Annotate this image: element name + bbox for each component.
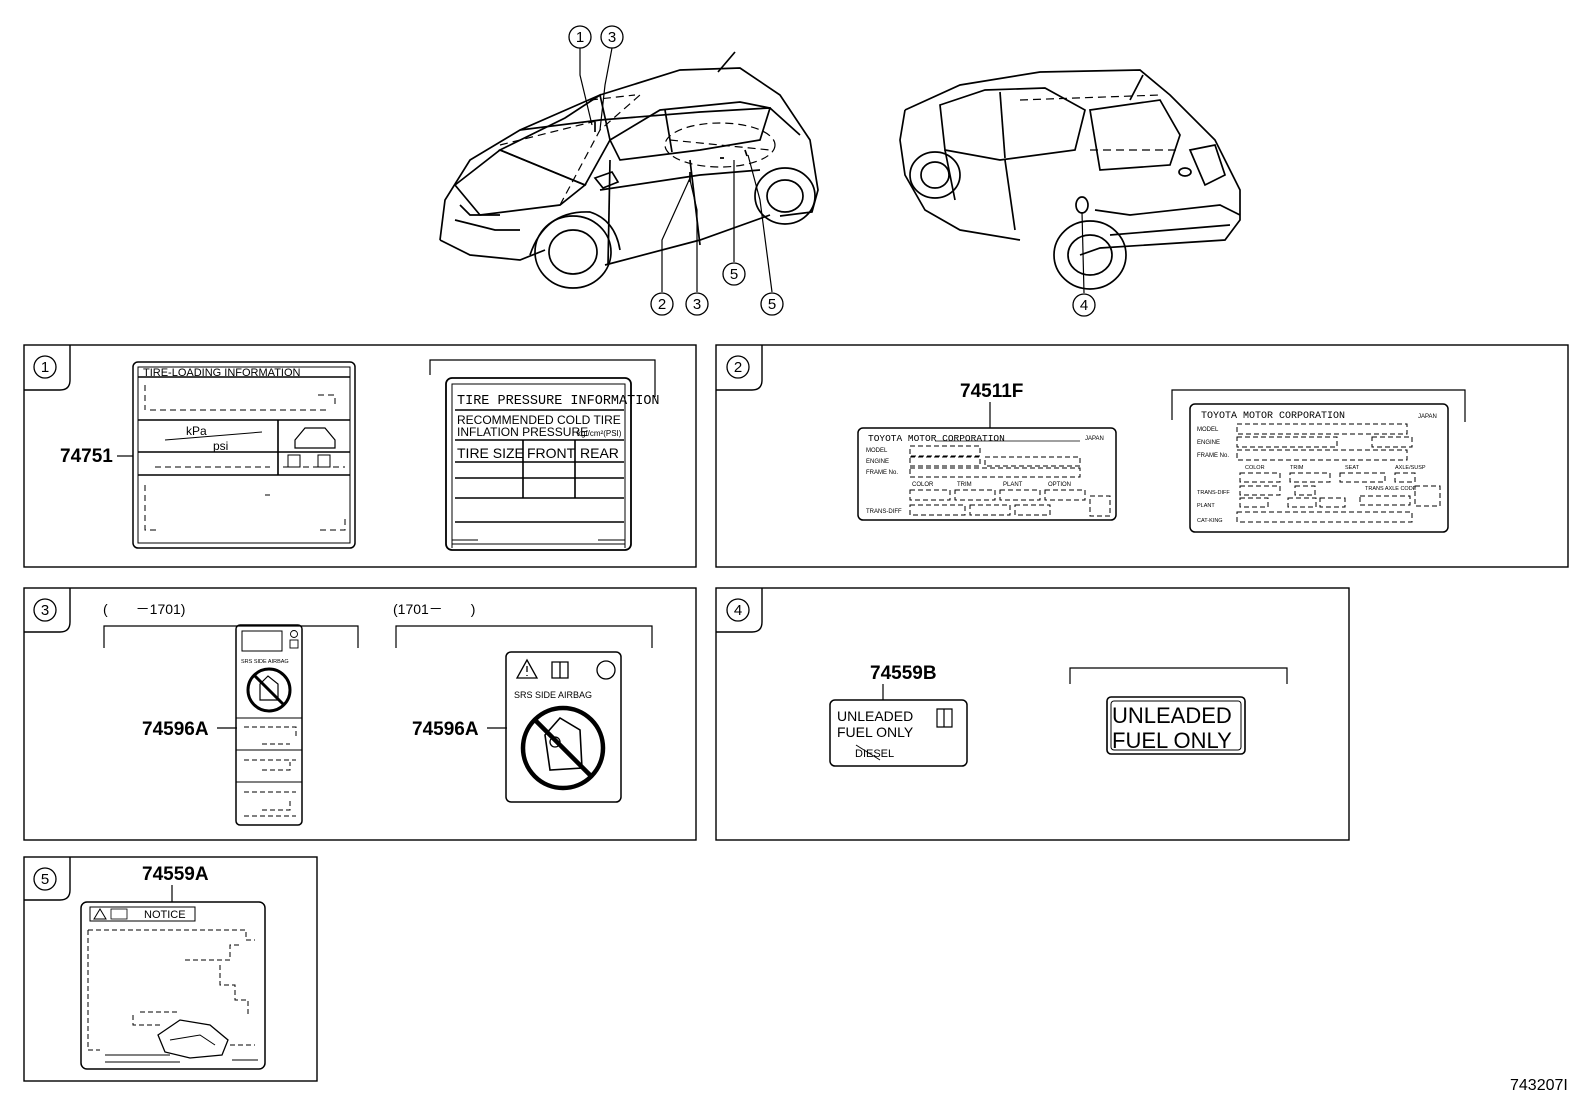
- srs-side-airbag-large: SRS SIDE AIRBAG: [514, 690, 592, 700]
- panel-2-callout: 2: [734, 359, 742, 376]
- col-tire-size: TIRE SIZE: [457, 445, 524, 461]
- car-rear-view: [899, 69, 1241, 290]
- large-plate-trim: TRIM: [1290, 465, 1304, 471]
- large-plate-maker: TOYOTA MOTOR CORPORATION: [1201, 411, 1345, 422]
- panel-1: 1 74751 TIRE-LOADING INFORMATION kPa psi: [23, 344, 697, 568]
- callout-3-top: 3: [608, 29, 616, 46]
- inflation-pressure: INFLATION PRESSURE: [457, 425, 588, 439]
- panel-3-callout: 3: [41, 602, 49, 619]
- large-plate-plant: PLANT: [1197, 503, 1215, 509]
- vin-plate-small: TOYOTA MOTOR CORPORATION JAPAN MODEL ENG…: [857, 427, 1117, 521]
- panel-1-callout: 1: [41, 359, 49, 376]
- top-callouts: [568, 25, 1096, 317]
- panel-5-callout: 5: [41, 871, 49, 888]
- callout-4-rear: 4: [1080, 297, 1088, 314]
- figure-code: 743207I: [1510, 1077, 1568, 1094]
- airbag-label-old: SRS SIDE AIRBAG: [235, 624, 303, 826]
- kpa-label: kPa: [186, 424, 207, 438]
- callout-3-bottom: 3: [693, 296, 701, 313]
- small-plate-plant: PLANT: [1003, 482, 1023, 488]
- srs-side-airbag-small: SRS SIDE AIRBAG: [241, 659, 289, 665]
- range-after-1701: (1701－ ): [393, 601, 475, 617]
- fuel-small-line3: DIESEL: [855, 748, 894, 760]
- small-plate-frame: FRAME No.: [866, 470, 898, 476]
- small-plate-engine: ENGINE: [866, 459, 889, 465]
- callout-2-bottom: 2: [658, 296, 666, 313]
- fuel-label-large: UNLEADED FUEL ONLY: [1106, 696, 1246, 755]
- fuel-label-small: UNLEADED FUEL ONLY DIESEL: [829, 699, 968, 767]
- part-number-74511F: 74511F: [960, 381, 1023, 402]
- large-plate-seat: SEAT: [1345, 465, 1360, 471]
- large-plate-engine: ENGINE: [1197, 440, 1220, 446]
- large-plate-trans-code: TRANS AXLE CODE: [1365, 486, 1417, 492]
- fuel-large-line1: UNLEADED: [1112, 703, 1232, 728]
- col-rear: REAR: [580, 445, 619, 461]
- fuel-small-line2: FUEL ONLY: [837, 724, 914, 740]
- car-front-view: [439, 51, 819, 289]
- small-plate-origin: JAPAN: [1085, 436, 1104, 442]
- tire-pressure-title: TIRE PRESSURE INFORMATION: [457, 394, 660, 409]
- part-number-74559A: 74559A: [142, 864, 209, 885]
- recommended-cold-tire: RECOMMENDED COLD TIRE: [457, 413, 621, 427]
- large-plate-color: COLOR: [1245, 465, 1265, 471]
- tire-loading-label: TIRE-LOADING INFORMATION kPa psi: [132, 361, 356, 549]
- panel-2: 2 74511F TOYOTA MOTOR CORPORATION JAPAN …: [715, 344, 1569, 568]
- part-number-74559B: 74559B: [870, 663, 937, 684]
- large-plate-cat: CAT-KING: [1197, 518, 1223, 524]
- tire-pressure-label: TIRE PRESSURE INFORMATION RECOMMENDED CO…: [445, 377, 660, 551]
- panel-4-callout: 4: [734, 602, 742, 619]
- small-plate-maker: TOYOTA MOTOR CORPORATION: [868, 433, 1005, 444]
- airbag-label-new: SRS SIDE AIRBAG: [505, 651, 622, 803]
- callout-1-top: 1: [576, 29, 584, 46]
- panel-5: 5 74559A NOTICE: [23, 856, 318, 1082]
- large-plate-model: MODEL: [1197, 427, 1219, 433]
- panel-3: 3 ( －1701) (1701－ ) 74596A 74596A SRS SI…: [23, 587, 697, 841]
- small-plate-color: COLOR: [912, 482, 934, 488]
- psi-label: psi: [213, 439, 228, 453]
- notice-label: NOTICE: [80, 901, 266, 1070]
- large-plate-frame: FRAME No.: [1197, 453, 1229, 459]
- callout-5-mid: 5: [730, 266, 738, 283]
- vin-plate-large: TOYOTA MOTOR CORPORATION JAPAN MODEL ENG…: [1189, 403, 1449, 533]
- pressure-unit: kgf/cm²(PSI): [577, 429, 622, 438]
- notice-title: NOTICE: [144, 909, 186, 921]
- large-plate-trans: TRANS-DIFF: [1197, 490, 1230, 496]
- fuel-small-line1: UNLEADED: [837, 708, 913, 724]
- part-number-74596A-left: 74596A: [142, 719, 209, 740]
- fuel-large-line2: FUEL ONLY: [1112, 728, 1232, 753]
- callout-5-bottom: 5: [768, 296, 776, 313]
- large-plate-origin: JAPAN: [1418, 414, 1437, 420]
- front-view-leaders: [579, 47, 773, 293]
- small-plate-option: OPTION: [1048, 482, 1071, 488]
- small-plate-model: MODEL: [866, 448, 888, 454]
- part-number-74751: 74751: [60, 446, 113, 467]
- large-plate-axle: AXLE/SUSP: [1395, 465, 1426, 471]
- small-plate-trim: TRIM: [957, 482, 972, 488]
- part-number-74596A-right: 74596A: [412, 719, 479, 740]
- small-plate-trans: TRANS-DIFF: [866, 509, 902, 515]
- rear-view-leader: [1081, 211, 1085, 294]
- panel-4: 4 74559B UNLEADED FUEL ONLY DIESEL UNLEA…: [715, 587, 1350, 841]
- tire-loading-title: TIRE-LOADING INFORMATION: [143, 367, 301, 379]
- col-front: FRONT: [527, 445, 576, 461]
- range-before-1701: ( －1701): [103, 601, 185, 617]
